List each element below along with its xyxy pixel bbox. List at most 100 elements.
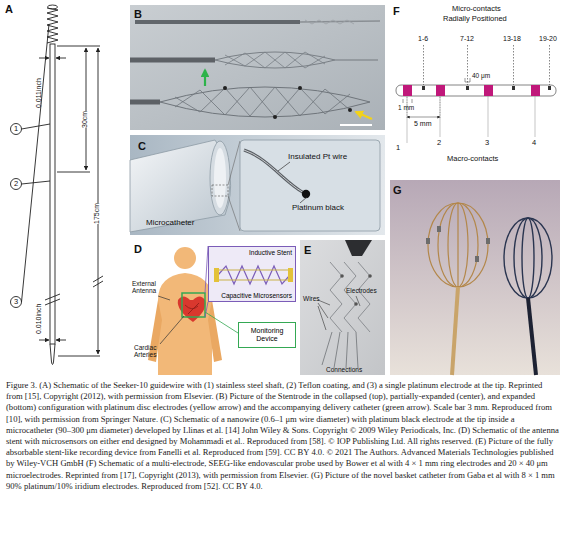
antenna-stent-schematic [218,270,290,280]
callout-number: 1 [11,125,22,133]
guidewire-drawing [39,340,49,341]
stentrode-photo [225,52,325,68]
probe-schematic [512,86,515,90]
antenna-stent-schematic [174,247,196,269]
antenna-stent-schematic [205,312,238,333]
guidewire-drawing [57,172,90,173]
antenna-stent-schematic [209,247,295,301]
dimension-label: 175cm [93,203,101,224]
callout-number: 3 [11,298,22,306]
dimension-label: 30cm [81,111,89,128]
stentrode-photo [204,70,206,86]
probe-schematic [436,85,445,96]
guidewire-drawing [58,356,100,357]
basket-catheter-photo [428,203,488,287]
callout-circle [22,24,50,302]
node-text: Monitoring Device [241,327,293,342]
panel-label: D [134,243,142,255]
contact-number: 2 [437,139,441,147]
absorbable-stent-photo [300,240,385,375]
guidewire-drawing [50,344,55,365]
figure-caption: Figure 3. (A) Schematic of the Seeker-10… [6,380,559,492]
part-label: Insulated Pt wire [288,153,347,162]
probe-schematic [396,45,556,143]
part-label: Cardiac Arteries [134,344,164,358]
contact-label: 7-12 [460,35,474,43]
dimension-label: 1 mm [398,104,414,111]
callout-circle [11,179,22,190]
contact-label: 19-20 [539,35,557,43]
contact-number: 1 [396,144,400,152]
stentrode-photo [130,100,160,105]
probe-schematic [407,117,440,118]
basket-catheter-photo [428,203,488,287]
basket-catheter-photo [438,203,478,287]
stentrode-photo [135,20,300,24]
probe-schematic [396,85,556,96]
antenna-stent-schematic [158,296,170,300]
probe-schematic [548,86,551,90]
callout-number: 2 [11,180,22,188]
microcatheter-schematic [300,197,307,203]
stentrode-photo [300,21,380,22]
contact-label: 1-6 [418,35,428,43]
microcatheter-schematic [228,196,240,231]
antenna-stent-schematic [160,316,184,344]
microcatheter-schematic [130,140,231,232]
basket-catheter-photo [514,218,542,298]
microcatheter-schematic [212,185,228,196]
basket-catheter-photo [426,226,490,262]
callout-circle [22,181,51,184]
absorbable-stent-photo [300,240,385,375]
stentrode-photo [130,5,385,130]
panel-label: E [304,244,311,256]
absorbable-stent-photo [354,302,358,306]
absorbable-stent-photo [322,332,358,368]
microcatheter-schematic [302,190,310,198]
basket-catheter-photo [522,218,534,298]
microcatheter-schematic [130,135,385,235]
stentrode-photo [273,115,277,119]
callout-circle [11,24,51,308]
antenna-stent-schematic [158,273,212,375]
basket-catheter-photo [457,203,458,287]
stentrode-photo [160,87,370,117]
callout-circle [11,297,22,308]
stentrode-photo [305,20,354,24]
antenna-stent-schematic [182,293,205,317]
probe-schematic [403,85,412,96]
antenna-stent-schematic [218,266,290,284]
guidewire-drawing [45,294,60,305]
absorbable-stent-photo [345,240,372,256]
stentrode-photo [340,124,372,126]
device-box: Monitoring Device [238,322,296,348]
panel-label: B [134,8,142,20]
panel-label: C [138,140,146,152]
basket-catheter-photo [504,218,552,298]
antenna-stent-schematic [214,268,219,282]
contact-label: 13-18 [503,35,521,43]
node-text: Capacitive Microsensors [221,292,292,299]
dimension-label: 40 μm [472,72,490,79]
probe-schematic [466,86,469,90]
callout-circle [11,124,22,135]
contact-label: Macro-contacts [447,155,498,163]
basket-catheter-photo [486,238,490,244]
microcatheter-schematic [228,141,240,185]
probe-schematic [484,85,493,96]
microcatheter-schematic [210,141,230,215]
part-label: Electrodes [346,287,377,294]
basket-catheter-photo [448,203,468,287]
guidewire-drawing [39,58,49,59]
microcatheter-schematic [240,140,380,231]
part-label: External Antenna [132,280,162,294]
panel-label: A [5,3,13,15]
probe-schematic [424,45,550,85]
basket-catheter-photo [504,218,552,298]
panel-label: G [393,184,402,196]
microcatheter-schematic [130,135,385,235]
antenna-stent-schematic [288,268,293,282]
basket-catheter-photo [475,256,479,262]
stentrode-photo [215,52,335,68]
absorbable-stent-photo [340,274,344,278]
